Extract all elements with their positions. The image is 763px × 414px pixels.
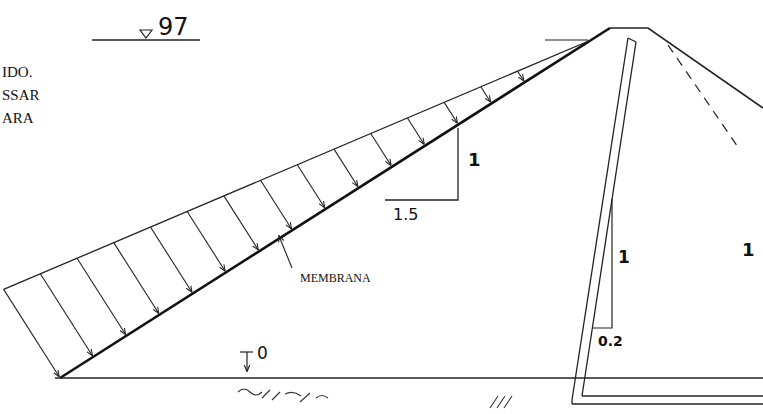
core-wall [628,38,636,42]
water-level-line [545,39,588,40]
load-arrow [444,102,457,122]
core-base [571,400,572,404]
load-arrow [150,227,191,292]
load-arrow [77,258,125,334]
slope-value: 0.2 [598,334,623,349]
load-arrow [334,149,358,186]
load-arrow [224,196,258,250]
load-arrow [371,134,391,166]
core-wall [582,42,636,396]
elevation-value: 97 [158,14,189,40]
dam-crest [610,28,763,108]
slope-triangle [593,199,612,328]
load-arrow [518,71,524,80]
datum-symbol [246,352,247,371]
load-arrow [297,165,324,208]
core-wall [572,38,628,400]
load-arrow [261,180,292,228]
water-level-symbol [140,30,152,38]
load-arrow [4,289,59,376]
annotation-text: ARA [2,110,34,127]
membrane-label: MEMBRANA [300,272,371,285]
ground-hatching [490,396,512,408]
load-envelope [4,40,591,289]
core-base [572,403,763,404]
ground-hatching [238,389,328,402]
load-arrow [407,118,424,144]
foundation-line [55,377,763,378]
dashed-line [668,45,740,150]
membrane-line [60,28,610,378]
datum-value: 0 [257,344,268,363]
load-arrow [40,274,92,355]
slope-value: 1.5 [393,206,418,224]
annotation-text: SSAR [2,87,40,104]
slope-value: 1 [618,248,630,267]
core-base [582,395,763,396]
annotation-text: IDO. [2,64,32,81]
slope-value: 1 [468,150,481,170]
slope-value: 1 [742,240,755,260]
slope-triangle [385,128,458,200]
leader-line [279,236,292,268]
load-arrow [114,243,159,313]
load-arrow [481,87,490,102]
load-arrow [187,211,225,270]
